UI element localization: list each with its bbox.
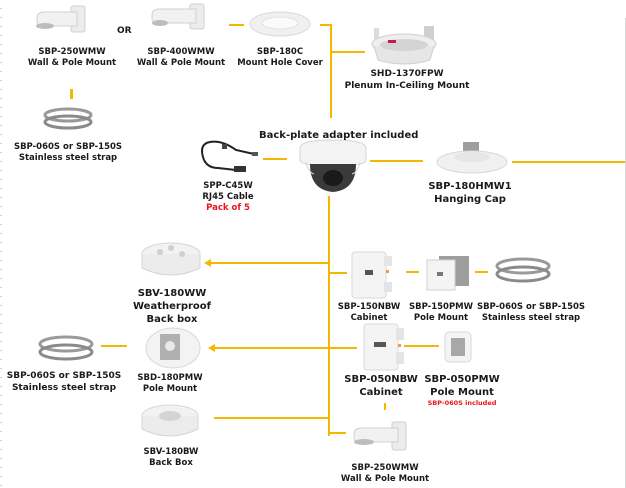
label-sbp-050nbw: SBP-050NBW Cabinet — [344, 374, 418, 398]
plenum-mount-icon — [371, 26, 437, 65]
arrow-to-sbv-180ww — [204, 259, 211, 267]
connector-250wmw-to-strap — [70, 89, 73, 99]
connector-400wmw-to-180c — [229, 24, 244, 26]
pack-note: Pack of 5 — [206, 203, 250, 213]
label-sbp-180c: SBP-180C Mount Hole Cover — [237, 47, 323, 68]
connector-to-bottom-250wmw — [329, 432, 346, 434]
label-shd-1370fpw: SHD-1370FPW Plenum In-Ceiling Mount — [344, 69, 470, 91]
label-sbp-050pmw: SBP-050PMW Pole Mount SBP-060S included — [424, 374, 500, 407]
included-note: SBP-060S included — [427, 399, 497, 407]
label-sbv-180bw: SBV-180BW Back Box — [143, 447, 199, 468]
mount-hole-cover-icon — [249, 11, 311, 37]
camera-note: Back-plate adapter included — [259, 130, 419, 141]
cabinet-icon — [351, 251, 392, 299]
arrow-to-sbd-180pmw — [208, 344, 215, 352]
connector-to-sbv-180ww — [210, 262, 329, 264]
wall-mount-icon — [353, 421, 407, 451]
steel-strap-icon — [38, 335, 94, 361]
connector-to-sbd-180pmw — [214, 347, 357, 349]
connector-050nbw-to-050pmw — [404, 345, 439, 347]
label-sbp-180hmw1: SBP-180HMW1 Hanging Cap — [428, 181, 512, 205]
hanging-cap-icon — [436, 142, 508, 174]
connector-cable-to-camera — [263, 158, 287, 160]
wall-mount-icon — [36, 5, 86, 33]
label-sbp-250wmw-top: SBP-250WMW Wall & Pole Mount — [27, 47, 117, 68]
label-strap-top: SBP-060S or SBP-150S Stainless steel str… — [13, 142, 123, 163]
label-strap-left: SBP-060S or SBP-150S Stainless steel str… — [6, 371, 122, 393]
pole-mount-icon — [426, 256, 469, 291]
label-sbp-250wmw-bottom: SBP-250WMW Wall & Pole Mount — [340, 463, 430, 484]
rj45-cable-icon — [201, 140, 258, 172]
cabinet-icon — [363, 323, 404, 371]
connector-050nbw-to-250wmw — [384, 403, 386, 410]
connector-strap-to-sbd — [101, 345, 127, 347]
label-strap-right: SBP-060S or SBP-150S Stainless steel str… — [476, 302, 586, 323]
connector-150nbw-to-150pmw — [406, 271, 419, 273]
main-trunk-top — [330, 24, 332, 118]
or-label: OR — [117, 26, 132, 36]
steel-strap-icon — [495, 257, 551, 283]
pole-mount-icon — [444, 331, 472, 363]
connector-cap-to-edge — [512, 161, 625, 163]
label-sbp-150pmw: SBP-150PMW Pole Mount — [408, 302, 474, 323]
label-sbp-150nbw: SBP-150NBW Cabinet — [337, 302, 401, 323]
connector-to-plenum — [330, 51, 365, 53]
pole-mount-icon — [145, 327, 201, 369]
left-border — [0, 0, 2, 488]
connector-camera-to-cap — [370, 160, 423, 162]
connector-to-sbv-180bw — [214, 417, 329, 419]
dome-camera-icon — [299, 139, 367, 192]
connector-150pmw-to-strap — [475, 271, 488, 273]
steel-strap-icon — [43, 107, 93, 130]
connector-top-stub — [320, 24, 331, 26]
weatherproof-back-box-icon — [141, 242, 201, 276]
wall-mount-icon — [151, 3, 205, 30]
main-trunk-bottom — [328, 196, 330, 436]
label-sbp-400wmw: SBP-400WMW Wall & Pole Mount — [136, 47, 226, 68]
label-spp-c45w: SPP-C45W RJ45 Cable Pack of 5 — [202, 181, 254, 213]
label-sbv-180ww: SBV-180WW Weatherproof Back box — [133, 288, 211, 325]
back-box-icon — [141, 404, 199, 437]
connector-to-150nbw — [329, 272, 347, 274]
label-sbd-180pmw: SBD-180PMW Pole Mount — [137, 373, 203, 394]
